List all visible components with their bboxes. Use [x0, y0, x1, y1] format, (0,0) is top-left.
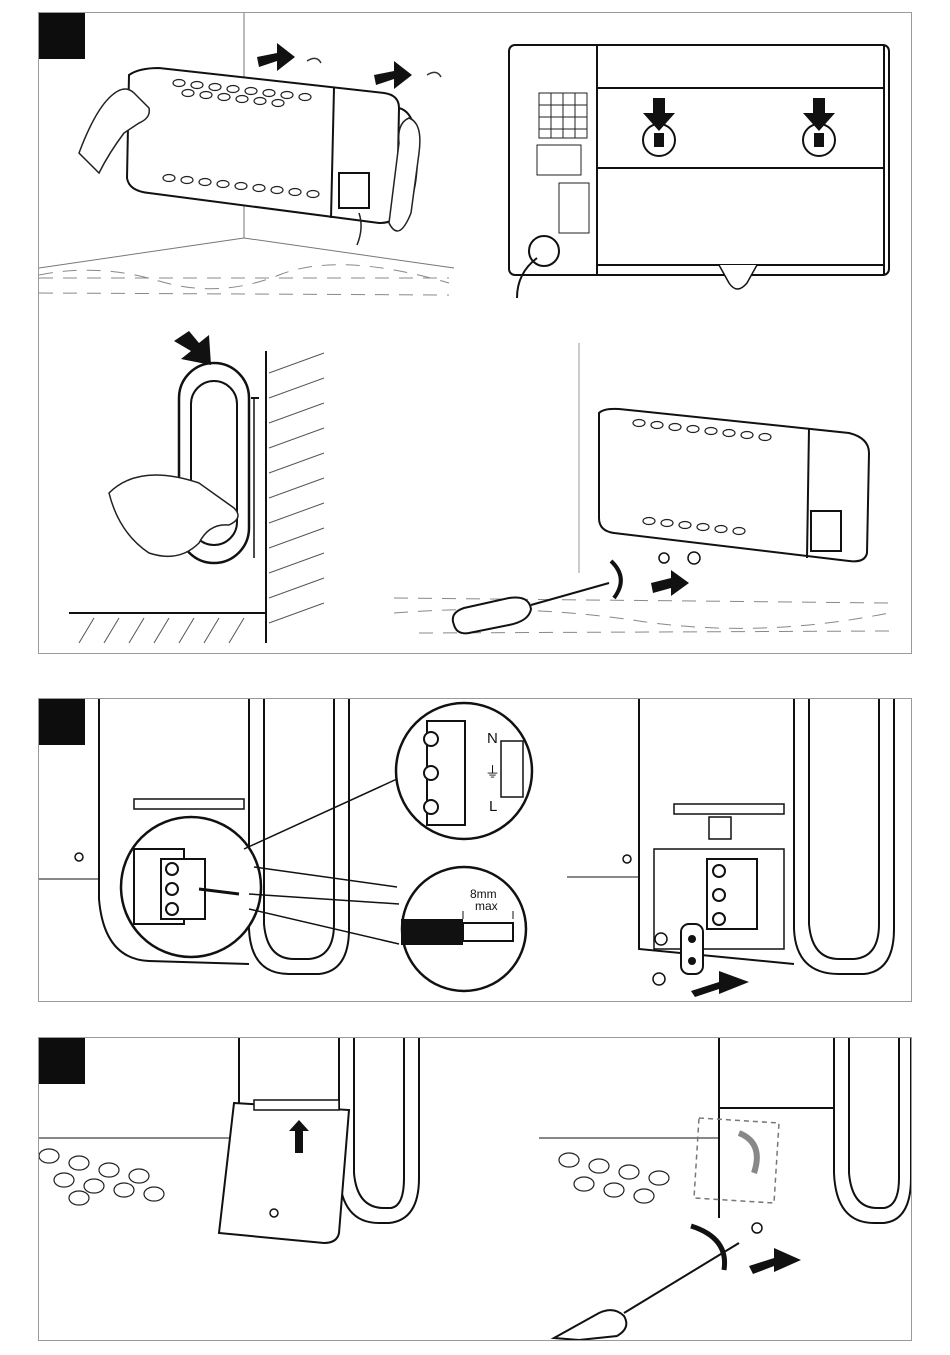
cable-clamp	[681, 924, 703, 974]
panel-2-illustration: N ⏚ L 8mm max	[39, 699, 911, 1001]
panel-1-wall-mounting	[38, 12, 912, 654]
screw-icon	[623, 855, 631, 863]
terminal-label-l: L	[489, 798, 497, 815]
screwdriver-icon	[554, 1243, 739, 1340]
terminal-label-earth: ⏚	[485, 764, 500, 781]
floor-tiles-left	[39, 265, 449, 295]
rotate-arrow-icon	[691, 1226, 725, 1270]
push-arrow-icon	[651, 570, 689, 596]
terminal-block-wired	[707, 817, 757, 929]
terminal-block-closeup	[121, 817, 261, 957]
terminal-labels-closeup: N ⏚ L	[396, 703, 532, 839]
callout-lines	[244, 779, 399, 944]
bottom-bracket	[719, 265, 757, 289]
screwdriver-icon	[453, 583, 609, 633]
terminal-label-n: N	[487, 730, 498, 747]
screw-icon	[752, 1223, 762, 1233]
wire-strip-closeup: 8mm max	[401, 867, 526, 991]
wall-hooks	[307, 58, 441, 77]
push-arrow-icon	[691, 971, 749, 997]
screw-icon	[655, 933, 667, 945]
cover-swing-arrow-icon	[739, 1133, 757, 1173]
strip-length-max-label: max	[475, 899, 498, 913]
panel-1-illustration	[39, 13, 911, 653]
press-arrow-icon	[174, 331, 211, 365]
rotate-arrow-icon	[611, 561, 621, 598]
heater-side-view	[69, 351, 324, 643]
screw-icon	[653, 973, 665, 985]
panel-2-wiring: N ⏚ L 8mm max	[38, 698, 912, 1002]
grille-holes-panel3-left	[39, 1149, 164, 1205]
cover-outline-dashed	[694, 1118, 779, 1203]
push-arrow-icon	[749, 1248, 801, 1274]
screw-icon	[659, 553, 669, 563]
panel-3-cover	[38, 1037, 912, 1341]
panel-3-illustration	[39, 1038, 911, 1340]
heater-end-right-cover	[539, 1038, 911, 1223]
terminal-cover-plate	[219, 1100, 349, 1243]
screw-icon	[75, 853, 83, 861]
washer-icon	[688, 552, 700, 564]
grille-holes-panel3-right	[559, 1153, 669, 1203]
